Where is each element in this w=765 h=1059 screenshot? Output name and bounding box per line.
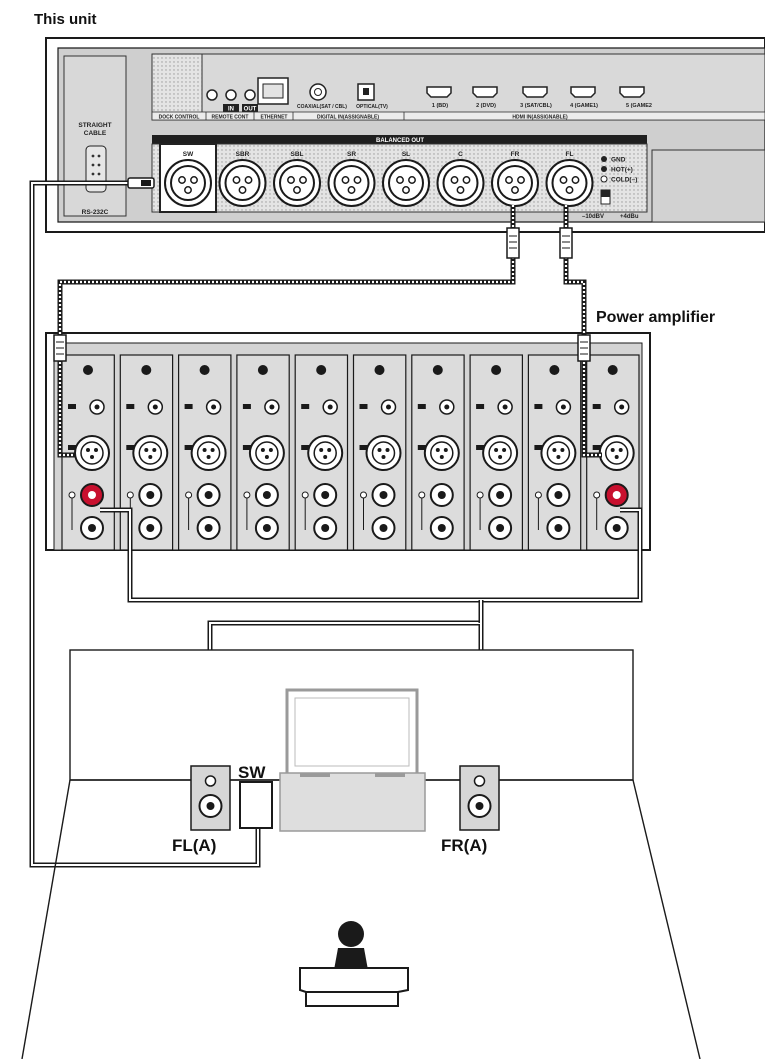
amp-xlr-input[interactable] — [541, 436, 575, 470]
hdmi-label-5: 5 (GAME2 — [626, 103, 652, 109]
amp-xlr-input[interactable] — [367, 436, 401, 470]
sw-label: SW — [238, 763, 266, 782]
rs232c-label: RS-232C — [82, 209, 109, 216]
amp-xlr-input[interactable] — [75, 436, 109, 470]
hdmi-label-3: 3 (SAT/CBL) — [520, 103, 552, 109]
coaxial-input[interactable] — [310, 84, 326, 100]
remote-in-label: IN — [228, 107, 234, 113]
hdmi-label-4: 4 (GAME1) — [570, 103, 598, 109]
amp-xlr-input[interactable] — [133, 436, 167, 470]
level-minus10: –10dBV — [582, 214, 604, 220]
power-amplifier-label: Power amplifier — [596, 309, 715, 326]
balanced-out-label-fr: FR — [511, 151, 520, 158]
amp-xlr-input[interactable] — [600, 436, 634, 470]
hdmi-port-5[interactable] — [620, 87, 644, 97]
legend-gnd: GND — [611, 157, 626, 164]
digital-in-label: DIGITAL IN(ASSIGNABLE) — [317, 115, 379, 121]
straight-cable-label-1: STRAIGHT — [78, 122, 111, 129]
balanced-out-label-c: C — [458, 151, 463, 158]
remote-out-label: OUT — [244, 107, 257, 113]
amp-xlr-input[interactable] — [192, 436, 226, 470]
amp-channel-7 — [412, 355, 464, 550]
dock-control-jack[interactable] — [207, 90, 217, 100]
amp-channel-9 — [528, 355, 580, 550]
dock-control-label: DOCK CONTROL — [159, 115, 200, 121]
xlr-plug-amp-right — [578, 335, 590, 361]
hdmi-label-2: 2 (DVD) — [476, 103, 496, 109]
xlr-plug-fl — [560, 228, 572, 258]
balanced-out-label-sbr: SBR — [236, 151, 250, 158]
coaxial-label: COAXIAL(SAT / CBL) — [297, 104, 347, 110]
amp-xlr-input[interactable] — [250, 436, 284, 470]
balanced-out-label-sl: SL — [402, 151, 410, 158]
ethernet-label: ETHERNET — [261, 115, 288, 121]
ethernet-port[interactable] — [258, 78, 288, 104]
hdmi-label-1: 1 (BD) — [432, 103, 448, 109]
straight-cable-label-2: CABLE — [84, 130, 107, 137]
receiver-rear-panel: STRAIGHT CABLE RS-232C IN OUT — [46, 38, 765, 232]
legend-cold: COLD(–) — [611, 177, 637, 184]
amp-xlr-input[interactable] — [308, 436, 342, 470]
amp-channel-8 — [470, 355, 522, 550]
optical-label: OPTICAL(TV) — [356, 104, 388, 110]
power-amplifier-panel — [46, 333, 650, 550]
hdmi-port-3[interactable] — [523, 87, 547, 97]
level-switch[interactable] — [601, 190, 610, 204]
legend-hot: HOT(+) — [611, 167, 633, 174]
level-plus4: +4dBu — [620, 214, 639, 220]
speaker-fl-icon — [191, 766, 230, 830]
listener-icon — [300, 921, 408, 1006]
amp-channel-6 — [354, 355, 406, 550]
balanced-out-label-sbl: SBL — [291, 151, 304, 158]
hdmi-port-2[interactable] — [473, 87, 497, 97]
this-unit-label: This unit — [34, 11, 97, 28]
speaker-fr-icon — [460, 766, 499, 830]
hdmi-in-label: HDMI IN(ASSIGNABLE) — [512, 115, 568, 121]
tv-set — [280, 690, 425, 831]
remote-cont-label: REMOTE CONT — [212, 115, 249, 121]
fl-a-label: FL(A) — [172, 836, 216, 855]
remote-out-jack[interactable] — [245, 90, 255, 100]
fr-a-label: FR(A) — [441, 836, 487, 855]
amp-xlr-input[interactable] — [425, 436, 459, 470]
amp-channel-3 — [179, 355, 231, 550]
remote-in-jack[interactable] — [226, 90, 236, 100]
optical-input[interactable] — [358, 84, 374, 100]
balanced-out-label-fl: FL — [566, 151, 574, 158]
balanced-out-label: BALANCED OUT — [376, 138, 424, 144]
balanced-out-label-sw: SW — [183, 151, 194, 158]
hdmi-port-1[interactable] — [427, 87, 451, 97]
xlr-plug-fr — [507, 228, 519, 258]
amp-channel-5 — [295, 355, 347, 550]
amp-xlr-input[interactable] — [483, 436, 517, 470]
hdmi-port-4[interactable] — [571, 87, 595, 97]
subwoofer-icon — [240, 782, 272, 828]
amp-channel-4 — [237, 355, 289, 550]
balanced-out-label-sr: SR — [347, 151, 356, 158]
xlr-plug-amp-left — [54, 335, 66, 361]
